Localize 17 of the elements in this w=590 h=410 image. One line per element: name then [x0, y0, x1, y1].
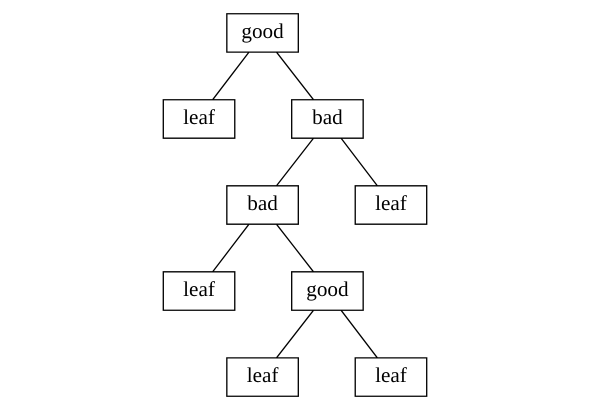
node-box: leaf: [354, 185, 428, 225]
connector: [212, 52, 250, 100]
connector: [212, 224, 250, 272]
connector: [340, 138, 378, 186]
connector: [276, 224, 314, 272]
connector: [276, 138, 314, 186]
node-box: leaf: [162, 271, 236, 311]
node-box: good: [291, 271, 364, 311]
node-box: bad: [226, 185, 299, 225]
connector: [340, 310, 378, 358]
connector: [276, 52, 314, 100]
node-box: bad: [291, 99, 364, 139]
node-box: leaf: [226, 357, 299, 397]
node-box: leaf: [354, 357, 428, 397]
connector: [276, 310, 314, 358]
node-box: leaf: [162, 99, 236, 139]
node-box: good: [226, 13, 299, 53]
